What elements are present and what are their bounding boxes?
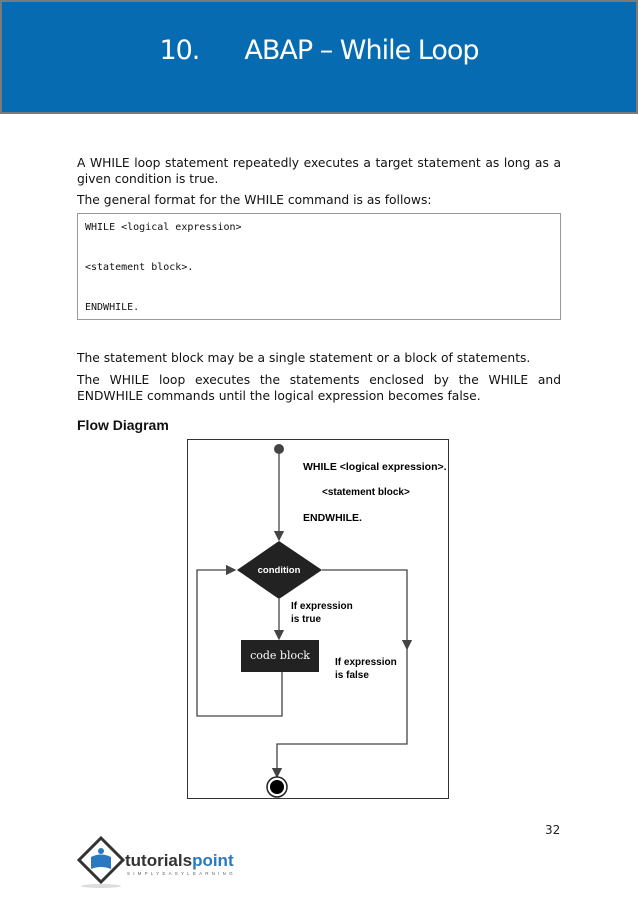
false-arrow (322, 569, 413, 651)
section-heading: Flow Diagram (77, 417, 169, 433)
intro-paragraph: A WHILE loop statement repeatedly execut… (77, 156, 561, 186)
false-label: If expression (335, 657, 397, 668)
flow-diagram: WHILE <logical expression>. <statement b… (187, 439, 449, 799)
code-line: WHILE <logical expression> (85, 222, 242, 233)
while-label: WHILE <logical expression>. (303, 461, 447, 473)
code-block: WHILE <logical expression> <statement bl… (77, 213, 561, 320)
chapter-number: 10. (159, 35, 200, 66)
chapter-title: 10. ABAP – While Loop (2, 35, 636, 66)
true-label: If expression (291, 601, 353, 612)
endwhile-label: ENDWHILE. (303, 512, 362, 524)
code-block-node (241, 640, 319, 672)
code-block-label: code block (250, 649, 310, 662)
svg-text:tutorialspoint: tutorialspoint (125, 851, 234, 870)
page-number: 32 (545, 823, 561, 837)
chapter-title-text: ABAP – While Loop (244, 35, 479, 66)
code-line: <statement block>. (85, 262, 194, 273)
chapter-banner: 10. ABAP – While Loop (0, 0, 638, 114)
end-node-inner (270, 780, 284, 794)
format-intro: The general format for the WHILE command… (77, 193, 432, 207)
start-node (274, 444, 284, 454)
loop-back-arrow (196, 564, 283, 717)
code-line: ENDWHILE. (85, 302, 140, 313)
paragraph: The WHILE loop executes the statements e… (77, 373, 561, 403)
statement-label: <statement block> (322, 487, 410, 498)
true-label: is true (291, 614, 321, 625)
tutorialspoint-logo: tutorialspoint SIMPLYEASYLEARNING (76, 835, 236, 888)
paragraph: The statement block may be a single stat… (77, 351, 531, 365)
diagram-frame (187, 439, 449, 799)
condition-diamond (237, 541, 322, 599)
false-label: is false (335, 670, 369, 681)
svg-text:SIMPLYEASYLEARNING: SIMPLYEASYLEARNING (127, 871, 236, 876)
condition-label: condition (258, 565, 301, 576)
exit-arrow (271, 649, 408, 779)
